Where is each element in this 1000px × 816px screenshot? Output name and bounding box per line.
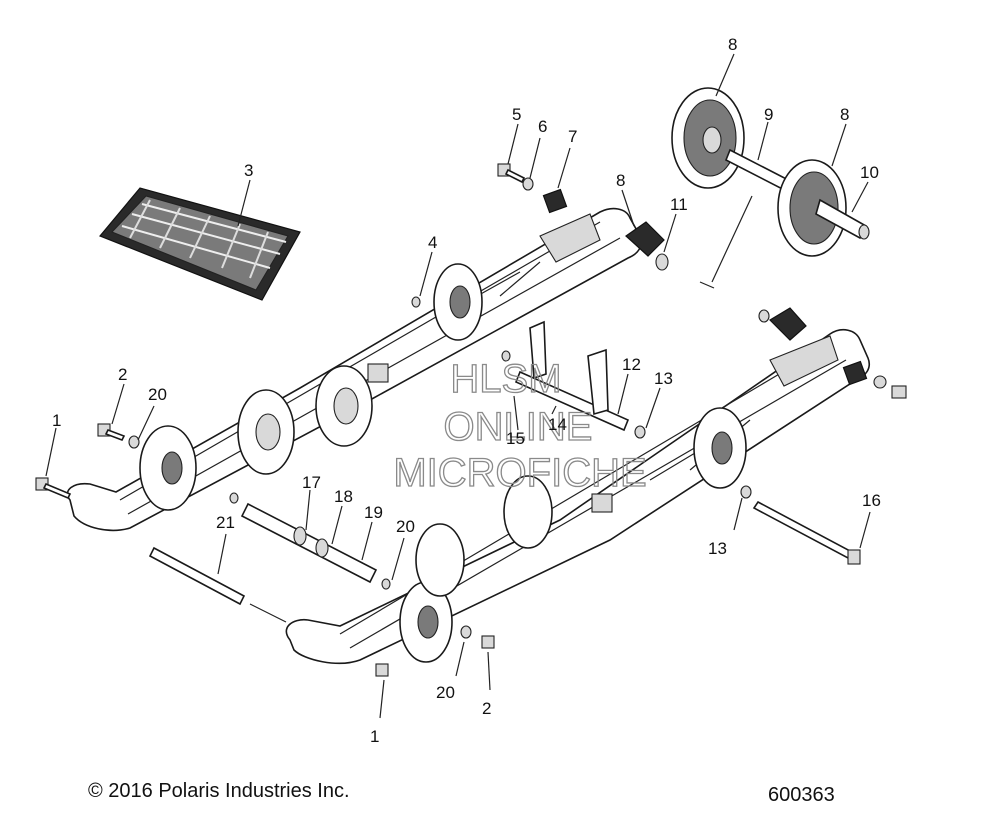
- part-10-axle-shaft[interactable]: [815, 198, 870, 240]
- callout-16: 16: [862, 491, 881, 510]
- callout-4: 4: [428, 233, 437, 252]
- callout-20: 20: [396, 517, 415, 536]
- part-17-shaft[interactable]: [240, 502, 378, 584]
- callout-6: 6: [538, 117, 547, 136]
- drawing-number: 600363: [768, 784, 835, 806]
- part-3-wear-pad[interactable]: [99, 187, 301, 301]
- callout-13: 13: [654, 369, 673, 388]
- callout-20: 20: [436, 683, 455, 702]
- callout-8: 8: [840, 105, 849, 124]
- callout-7: 7: [568, 127, 577, 146]
- watermark-line-2: ONLINE: [444, 405, 593, 449]
- callout-8: 8: [728, 35, 737, 54]
- callout-19: 19: [364, 503, 383, 522]
- part-14-bracket[interactable]: [529, 320, 609, 416]
- watermark-line-3: MICROFICHE: [393, 451, 646, 495]
- callout-1: 1: [370, 727, 379, 746]
- callout-13: 13: [708, 539, 727, 558]
- callout-14: 14: [548, 415, 567, 434]
- callout-9: 9: [764, 105, 773, 124]
- callout-1: 1: [52, 411, 61, 430]
- leader-lines: [45, 53, 871, 719]
- callout-12: 12: [622, 355, 641, 374]
- callout-21: 21: [216, 513, 235, 532]
- part-12-cross-shaft[interactable]: [514, 370, 630, 432]
- callout-labels: 1 1 2 2 3 4 5 6 7 8 8 8 9 10 11 12 13 13…: [52, 35, 881, 746]
- lower-rail-wheels[interactable]: [399, 407, 747, 663]
- upper-rail-wheels[interactable]: [139, 263, 483, 511]
- part-21-rod[interactable]: [148, 546, 246, 606]
- part-8-adjuster-bracket[interactable]: [625, 221, 807, 341]
- part-8-rear-idler-wheel-right[interactable]: [777, 159, 847, 257]
- copyright-notice: © 2016 Polaris Industries Inc.: [88, 780, 350, 802]
- fasteners[interactable]: [35, 163, 907, 677]
- callout-3: 3: [244, 161, 253, 180]
- callout-8: 8: [616, 171, 625, 190]
- callout-18: 18: [334, 487, 353, 506]
- callout-17: 17: [302, 473, 321, 492]
- callout-15: 15: [506, 429, 525, 448]
- callout-5: 5: [512, 105, 521, 124]
- part-16-long-bolt[interactable]: [752, 500, 861, 565]
- callout-10: 10: [860, 163, 879, 182]
- part-7-plate[interactable]: [542, 188, 868, 386]
- watermark: HLSM ONLINE MICROFICHE: [393, 356, 648, 495]
- watermark-line-1: HLSM: [450, 357, 561, 401]
- callout-11: 11: [670, 195, 688, 214]
- callout-20: 20: [148, 385, 167, 404]
- callout-2: 2: [482, 699, 491, 718]
- part-8-rear-idler-wheel-left[interactable]: [671, 87, 745, 189]
- callout-2: 2: [118, 365, 127, 384]
